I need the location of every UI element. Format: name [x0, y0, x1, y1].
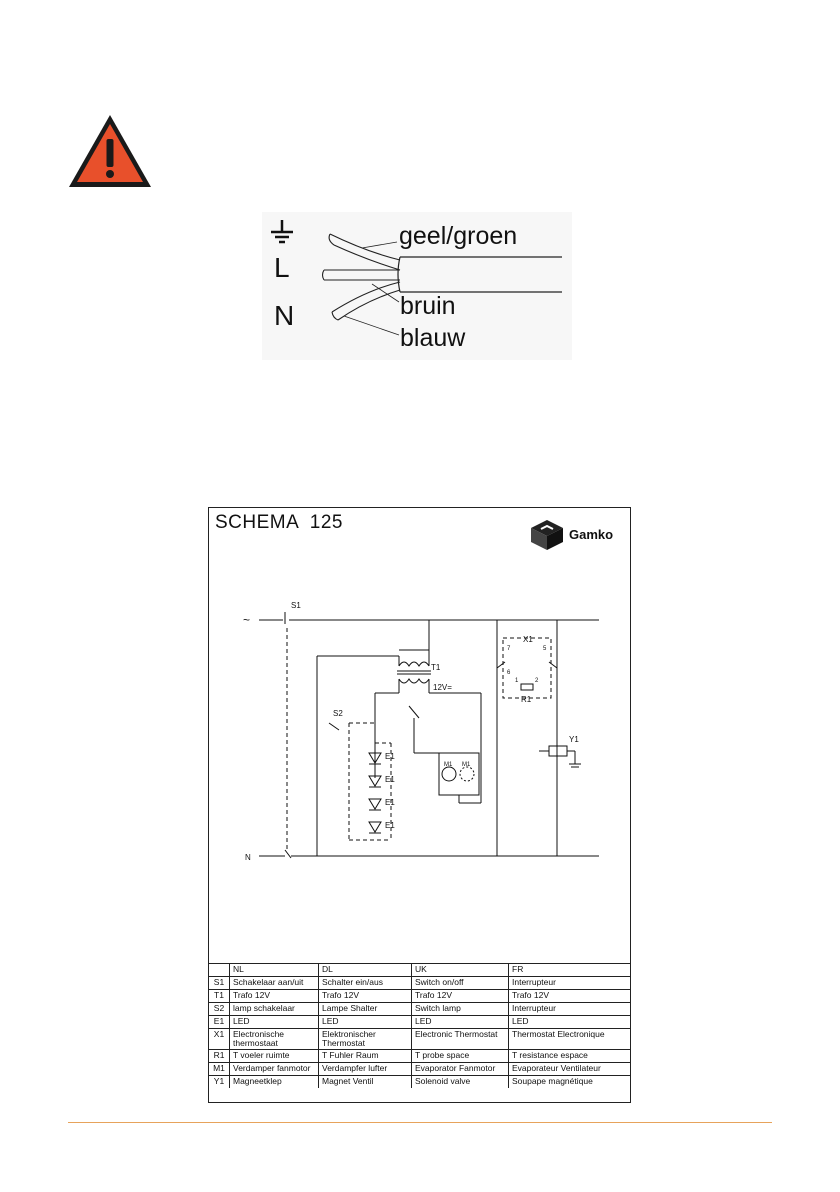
- s1-label: S1: [291, 601, 301, 610]
- legend-fr: Interrupteur: [508, 976, 630, 990]
- pin5-label: 5: [543, 646, 547, 652]
- neutral-rail-label: N: [245, 853, 251, 862]
- brand-name: Gamko: [569, 527, 614, 542]
- legend-code: S2: [209, 1002, 230, 1016]
- s2-label: S2: [333, 709, 343, 718]
- live-wire-label: bruin: [400, 292, 456, 320]
- voltage-label: 12V=: [433, 683, 452, 692]
- legend-header-code: [209, 963, 230, 977]
- wiring-schema: SCHEMA 125 Gamko: [208, 507, 631, 1103]
- earth-wire-label: geel/groen: [399, 222, 518, 250]
- legend-dl: Schalter ein/aus: [318, 976, 412, 990]
- legend-dl: T Fuhler Raum: [318, 1049, 412, 1063]
- live-symbol: L: [274, 252, 290, 283]
- legend-dl: Trafo 12V: [318, 989, 412, 1003]
- legend-code: S1: [209, 976, 230, 990]
- legend-dl: Elektronischer Thermostat: [318, 1028, 412, 1050]
- legend-code: Y1: [209, 1075, 230, 1088]
- legend-uk: Switch lamp: [411, 1002, 509, 1016]
- earth-ground-icon: [271, 220, 293, 244]
- legend-fr: Soupape magnétique: [508, 1075, 630, 1088]
- legend-nl: Magneetklep: [229, 1075, 319, 1088]
- legend-row: X1 Electronische thermostaat Elektronisc…: [209, 1028, 630, 1050]
- legend-nl: LED: [229, 1015, 319, 1029]
- cable-drawing: [271, 220, 562, 336]
- cable-wiring-illustration: L N geel/groen bruin blauw: [262, 212, 572, 360]
- legend-dl: LED: [318, 1015, 412, 1029]
- pin1-label: 1: [515, 678, 519, 684]
- x1-label: X1: [523, 635, 533, 644]
- legend-code: R1: [209, 1049, 230, 1063]
- legend-nl: Schakelaar aan/uit: [229, 976, 319, 990]
- gamko-logo-icon: [531, 520, 563, 550]
- legend-uk: Electronic Thermostat: [411, 1028, 509, 1050]
- legend-fr: T resistance espace: [508, 1049, 630, 1063]
- legend-code: E1: [209, 1015, 230, 1029]
- legend-nl: lamp schakelaar: [229, 1002, 319, 1016]
- r1-label: R1: [521, 695, 532, 704]
- m1-label-1: M1: [444, 762, 453, 768]
- legend-nl: Electronische thermostaat: [229, 1028, 319, 1050]
- legend-uk: Switch on/off: [411, 976, 509, 990]
- e1-label-2: E1: [385, 775, 395, 784]
- circuit-diagram: ~ N S1 T1 12V= S2 E1 E1 E1 E1 M1 M1 X1 R…: [243, 601, 599, 862]
- legend-nl: T voeler ruimte: [229, 1049, 319, 1063]
- legend-header-uk: UK: [411, 963, 509, 977]
- e1-label-3: E1: [385, 798, 395, 807]
- pin6-label: 6: [507, 670, 511, 676]
- legend-dl: Lampe Shalter: [318, 1002, 412, 1016]
- legend-row: T1 Trafo 12V Trafo 12V Trafo 12V Trafo 1…: [209, 989, 630, 1003]
- legend-row: Y1 Magneetklep Magnet Ventil Solenoid va…: [209, 1075, 630, 1088]
- schema-title: SCHEMA 125: [215, 512, 343, 533]
- neutral-symbol: N: [274, 300, 295, 331]
- legend-fr: Trafo 12V: [508, 989, 630, 1003]
- legend-row: S2 lamp schakelaar Lampe Shalter Switch …: [209, 1002, 630, 1016]
- legend-dl: Magnet Ventil: [318, 1075, 412, 1088]
- legend-row: M1 Verdamper fanmotor Verdampfer lufter …: [209, 1062, 630, 1076]
- legend-uk: T probe space: [411, 1049, 509, 1063]
- legend-header-row: NL DL UK FR: [209, 963, 630, 977]
- pin2-label: 2: [535, 678, 539, 684]
- legend-uk: Trafo 12V: [411, 989, 509, 1003]
- legend-header-fr: FR: [508, 963, 630, 977]
- legend-fr: Interrupteur: [508, 1002, 630, 1016]
- brand-logo: Gamko: [527, 518, 627, 552]
- e1-label-4: E1: [385, 821, 395, 830]
- legend-row: S1 Schakelaar aan/uit Schalter ein/aus S…: [209, 976, 630, 990]
- ac-symbol: ~: [243, 613, 250, 627]
- legend-uk: LED: [411, 1015, 509, 1029]
- legend-code: M1: [209, 1062, 230, 1076]
- legend-uk: Solenoid valve: [411, 1075, 509, 1088]
- legend-nl: Verdamper fanmotor: [229, 1062, 319, 1076]
- legend-fr: Evaporateur Ventilateur: [508, 1062, 630, 1076]
- legend-fr: LED: [508, 1015, 630, 1029]
- legend-row: R1 T voeler ruimte T Fuhler Raum T probe…: [209, 1049, 630, 1063]
- legend-dl: Verdampfer lufter: [318, 1062, 412, 1076]
- legend-code: T1: [209, 989, 230, 1003]
- legend-uk: Evaporator Fanmotor: [411, 1062, 509, 1076]
- pin7-label: 7: [507, 646, 511, 652]
- m1-label-2: M1: [462, 762, 471, 768]
- legend-code: X1: [209, 1028, 230, 1050]
- legend-header-dl: DL: [318, 963, 412, 977]
- legend-table: NL DL UK FR S1 Schakelaar aan/uit Schalt…: [209, 963, 630, 1088]
- legend-header-nl: NL: [229, 963, 319, 977]
- warning-triangle-icon: [69, 115, 151, 187]
- legend-fr: Thermostat Electronique: [508, 1028, 630, 1050]
- y1-label: Y1: [569, 735, 579, 744]
- neutral-wire-label: blauw: [400, 324, 466, 352]
- t1-label: T1: [431, 663, 441, 672]
- footer-divider: [68, 1122, 772, 1123]
- legend-nl: Trafo 12V: [229, 989, 319, 1003]
- e1-label-1: E1: [385, 752, 395, 761]
- legend-row: E1 LED LED LED LED: [209, 1015, 630, 1029]
